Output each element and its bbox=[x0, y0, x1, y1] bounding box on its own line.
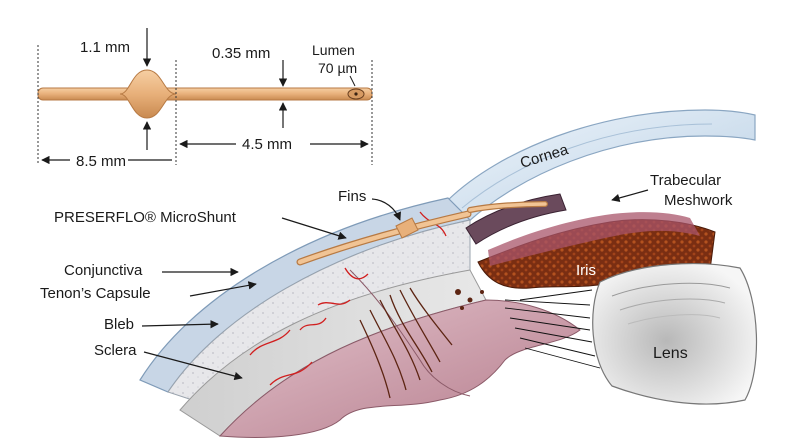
device-spec: 1.1 mm 0.35 mm Lumen 70 µm 4.5 mm 8.5 mm bbox=[37, 28, 373, 170]
trabecular-label-1: Trabecular bbox=[650, 172, 721, 189]
device-fin bbox=[119, 69, 177, 119]
microshunt-label: PRESERFLO® MicroShunt bbox=[54, 209, 237, 226]
fins-label: Fins bbox=[338, 188, 366, 205]
lens bbox=[592, 263, 758, 405]
bleb-label: Bleb bbox=[104, 316, 134, 333]
conjunctiva-label: Conjunctiva bbox=[64, 262, 143, 279]
iris-label: Iris bbox=[576, 262, 596, 279]
lumen-size-label: 70 µm bbox=[318, 60, 357, 76]
lumen-label: Lumen bbox=[312, 42, 355, 58]
implanted-microshunt bbox=[296, 201, 548, 266]
tube-width-label: 0.35 mm bbox=[212, 45, 270, 62]
labels: Cornea Trabecular Meshwork Iris Lens Fin… bbox=[40, 141, 733, 381]
sclera-label: Sclera bbox=[94, 342, 137, 359]
tenon-label: Tenon’s Capsule bbox=[40, 285, 151, 302]
device-tube bbox=[37, 87, 373, 101]
ciliary-tissue bbox=[218, 299, 581, 438]
pores bbox=[455, 289, 484, 310]
zonules bbox=[504, 289, 601, 369]
device-length-label: 8.5 mm bbox=[76, 153, 126, 170]
eye-section bbox=[139, 109, 758, 438]
trabecular-label-2: Meshwork bbox=[664, 192, 733, 209]
fibrous-strands bbox=[359, 287, 453, 399]
lens-label: Lens bbox=[653, 345, 688, 362]
fin-width-label: 1.1 mm bbox=[80, 39, 130, 56]
distal-length-label: 4.5 mm bbox=[242, 136, 292, 153]
